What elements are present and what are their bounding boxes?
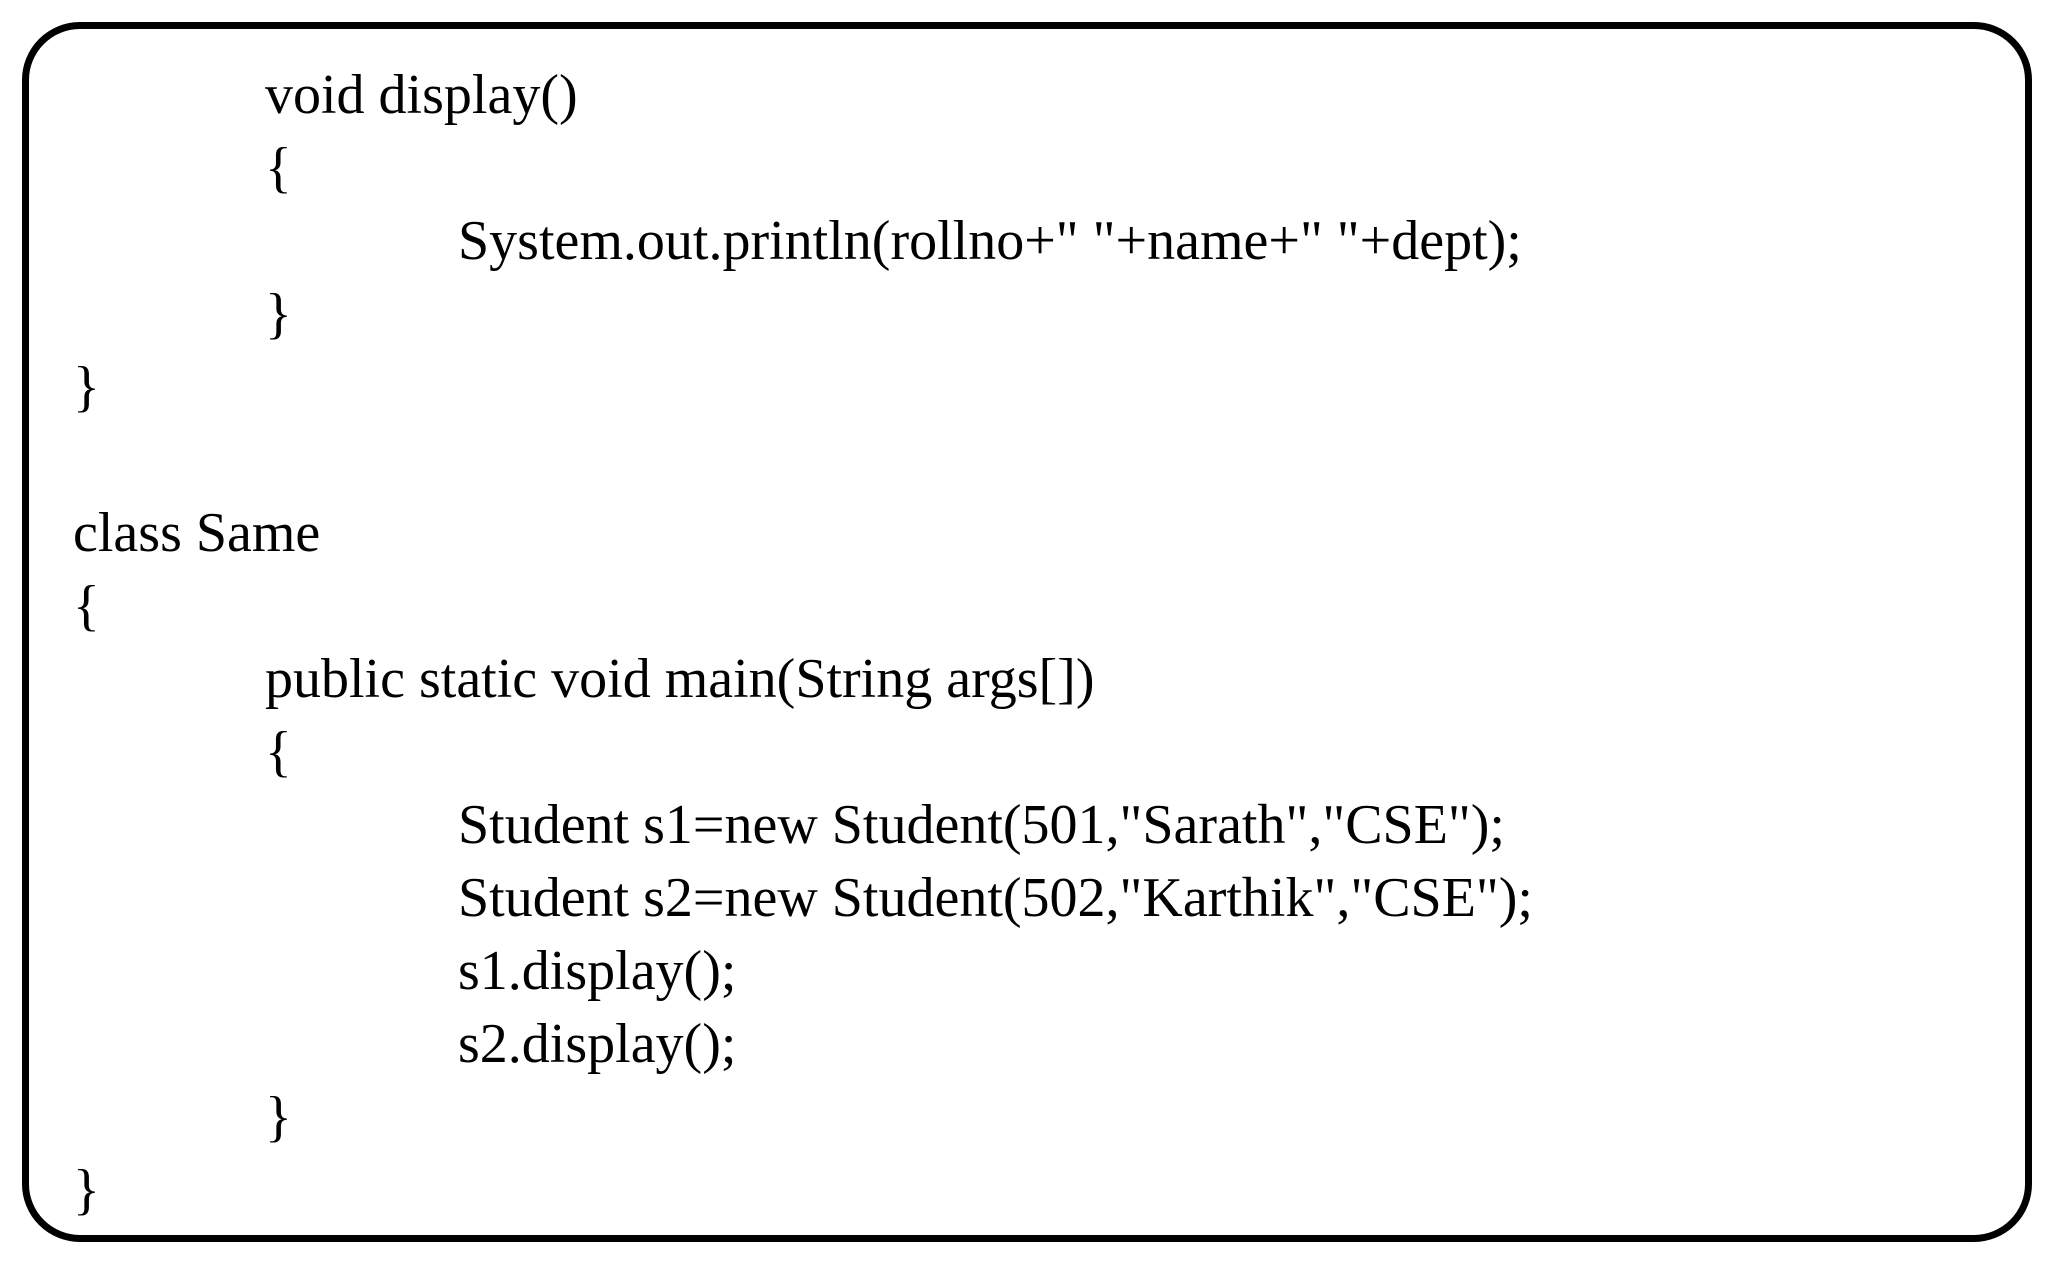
code-line: Student s2=new Student(502,"Karthik","CS… xyxy=(458,867,1533,929)
code-frame: void display() { System.out.println(rollno… xyxy=(22,22,2032,1242)
code-line: } xyxy=(73,356,100,418)
code-line: public static void main(String args[]) xyxy=(265,648,1095,710)
code-line: } xyxy=(73,1159,100,1221)
code-listing: void display() { System.out.println(rollno… xyxy=(29,59,2025,1227)
code-line: s1.display(); xyxy=(458,940,737,1002)
code-line: { xyxy=(265,721,292,783)
code-line-blank xyxy=(29,424,2025,497)
code-line: } xyxy=(265,283,292,345)
code-line: { xyxy=(265,137,292,199)
code-line: } xyxy=(265,1086,292,1148)
code-line: { xyxy=(73,575,100,637)
code-line: System.out.println(rollno+" "+name+" "+d… xyxy=(458,210,1522,272)
code-line: s2.display(); xyxy=(458,1013,737,1075)
code-line: class Same xyxy=(73,502,321,564)
code-line: Student s1=new Student(501,"Sarath","CSE… xyxy=(458,794,1505,856)
code-line: void display() xyxy=(265,64,578,126)
